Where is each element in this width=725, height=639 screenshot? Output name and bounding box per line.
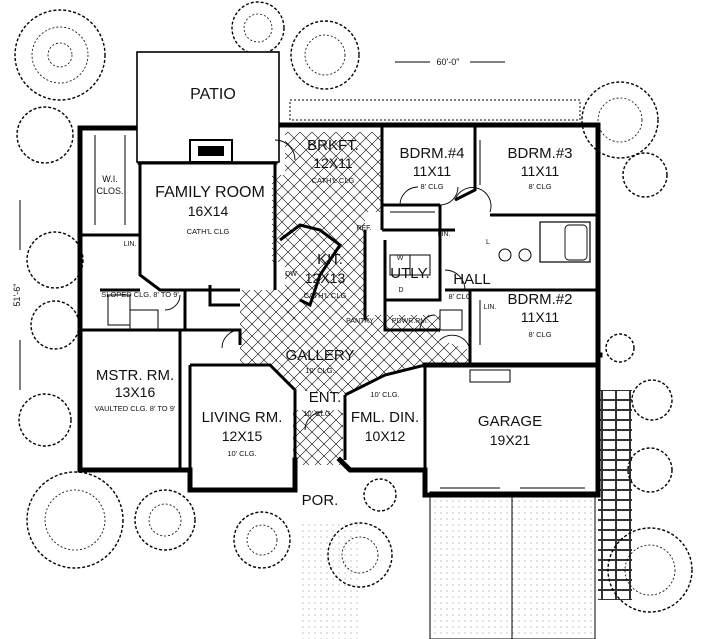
utly-label: UTLY.	[390, 265, 429, 282]
fml-din-note: 10' CLG.	[370, 390, 399, 399]
living-rm-size: 12X15	[222, 428, 263, 444]
bdrm2-label: BDRM.#2	[507, 291, 572, 308]
dimension-width: 60'-0"	[395, 57, 505, 67]
brkft-size: 12X11	[313, 155, 353, 171]
fireplace-icon	[189, 139, 233, 163]
gallery-label: GALLERY	[286, 347, 355, 364]
bdrm3-size: 11X11	[521, 163, 560, 179]
bath-fixtures	[107, 221, 591, 383]
shrub-left-icon	[16, 106, 84, 447]
doors	[164, 139, 492, 431]
depth-dimension-label: 51'-6"	[12, 284, 22, 307]
bdrm3-label: BDRM.#3	[507, 145, 572, 162]
ref-label: REF.	[356, 225, 371, 232]
lin-label-1: LIN.	[124, 241, 137, 248]
tree-top-center-icon	[231, 1, 285, 55]
linen-l-label: L	[486, 239, 490, 246]
fml-din-label: FML. DIN.	[351, 409, 419, 426]
kit-size: 12X13	[305, 270, 346, 286]
dimension-depth: 51'-6"	[12, 200, 22, 390]
ent-label: ENT.	[309, 389, 342, 406]
mstr-rm-size: 13X16	[115, 384, 156, 400]
walkway	[598, 390, 632, 600]
kit-note: CATH'L CLG	[304, 291, 347, 300]
living-rm-label: LIVING RM.	[202, 409, 283, 426]
width-dimension-label: 60'-0"	[437, 57, 460, 67]
mstr-rm-note: VAULTED CLG. 8' TO 9'	[95, 404, 176, 413]
pantry-label: PANTRY	[346, 318, 374, 325]
tree-top-mid-icon	[290, 20, 360, 90]
brkft-label: BRKFT.	[307, 137, 359, 154]
dw-label: DW	[285, 271, 297, 278]
lin-label-2: LIN.	[438, 231, 451, 238]
porch-label: POR.	[302, 492, 339, 509]
washer-label: W	[397, 255, 404, 262]
ent-note: 10' CLG.	[303, 409, 332, 418]
shrub-right-icon	[605, 152, 673, 493]
hall-note: 8' CLG	[448, 292, 471, 301]
closet-rails	[94, 135, 481, 345]
fml-din-size: 10X12	[365, 428, 406, 444]
tree-bottom-left-icon	[26, 471, 196, 569]
tree-top-left-icon	[14, 9, 106, 101]
mstr-rm-label: MSTR. RM.	[96, 367, 174, 384]
bdrm3-note: 8' CLG	[528, 182, 551, 191]
living-rm-note: 10' CLG.	[227, 449, 256, 458]
bdrm4-label: BDRM.#4	[399, 145, 464, 162]
tree-top-right-icon	[581, 81, 659, 159]
brkft-note: CATH'L CLG	[312, 176, 355, 185]
bdrm2-note: 8' CLG	[528, 330, 551, 339]
bdrm4-size: 11X11	[413, 163, 452, 179]
kit-label: KIT.	[317, 251, 343, 268]
landscaping	[14, 1, 693, 613]
family-room-label: FAMILY ROOM	[155, 184, 265, 201]
family-room-note: CATH'L CLG	[187, 227, 230, 236]
tile-floors	[240, 132, 470, 465]
gallery-note: 10' CLG.	[305, 366, 334, 375]
pdwr-rm-label: PDWR.RM.	[392, 318, 428, 325]
hedge	[289, 99, 581, 121]
family-room-size: 16X14	[188, 203, 229, 219]
hall-label: HALL	[453, 271, 491, 288]
garage-size: 19X21	[490, 432, 531, 448]
garage-label: GARAGE	[478, 413, 542, 430]
dryer-label: D	[398, 287, 403, 294]
porch-walk	[298, 520, 358, 639]
sloped-clg-note: SLOPED CLG. 8' TO 9'	[101, 290, 179, 299]
bdrm4-note: 8' CLG	[420, 182, 443, 191]
wi-clos-label: W.I.	[102, 174, 118, 184]
wi-clos-label-2: CLOS.	[96, 186, 123, 196]
lin-label-3: LIN.	[484, 304, 497, 311]
patio-label: PATIO	[190, 86, 236, 103]
bdrm2-size: 11X11	[521, 309, 560, 325]
